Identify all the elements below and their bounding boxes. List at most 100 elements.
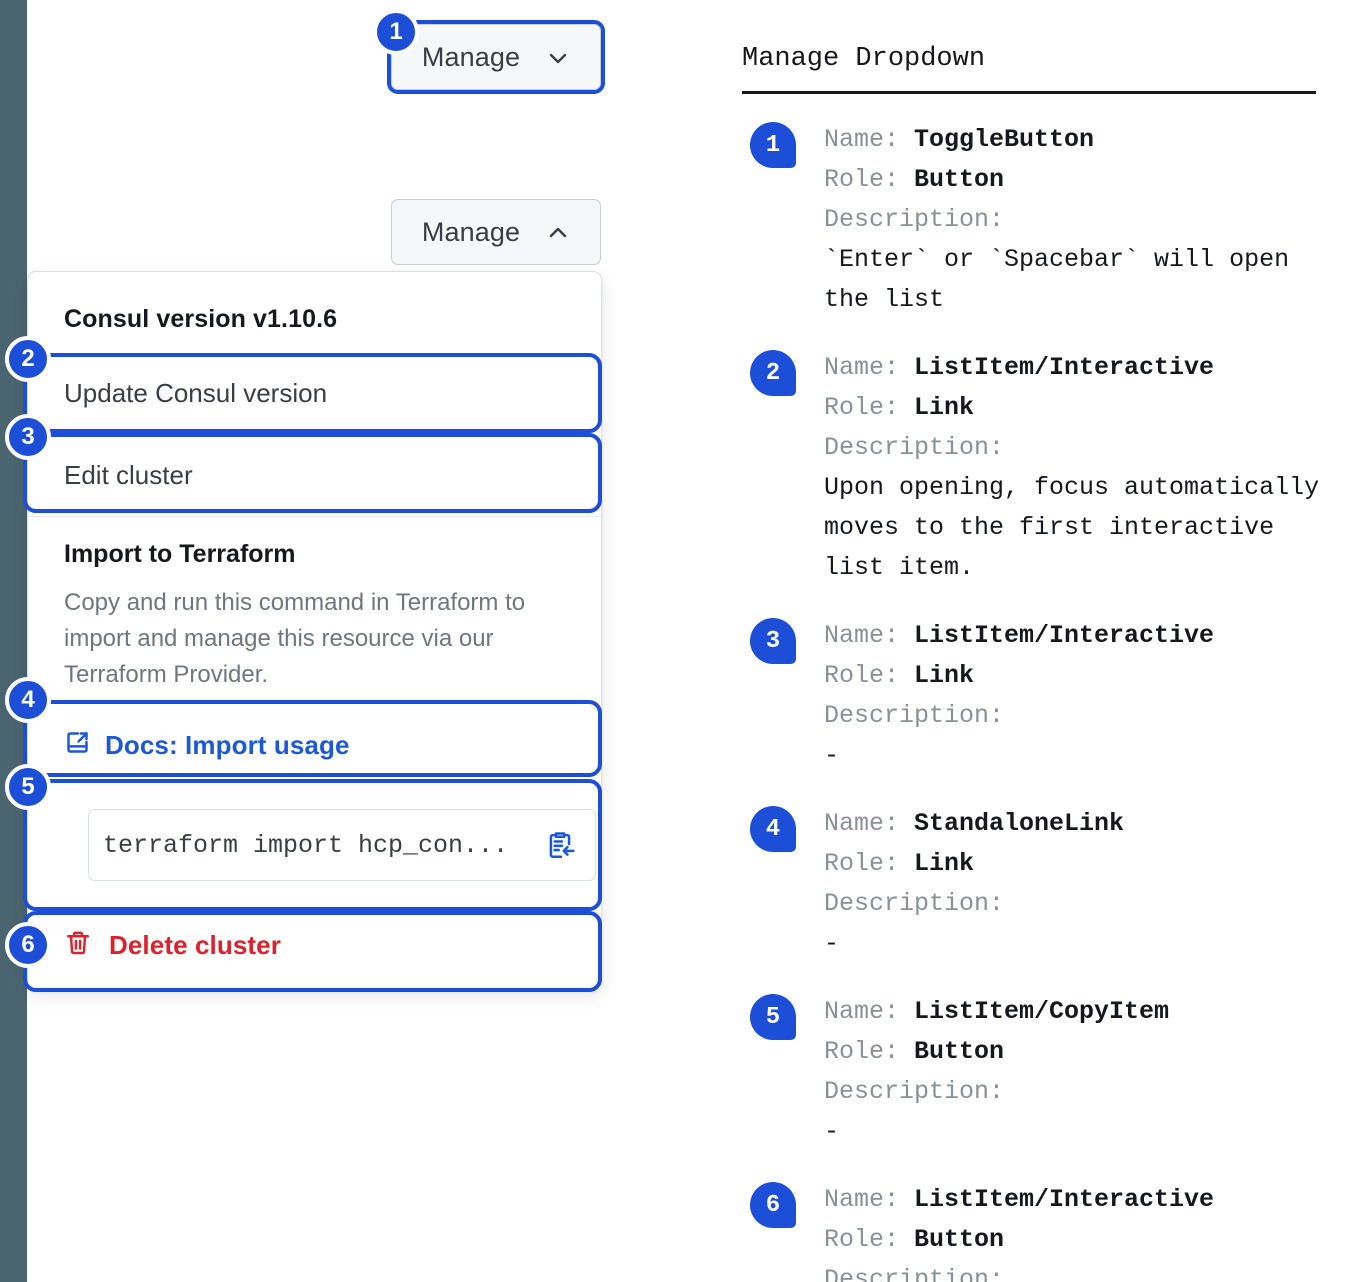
callout-badge-3: 3 (5, 414, 51, 460)
toggle-focus-ring (387, 20, 605, 94)
docs-import-usage-link[interactable]: Docs: Import usage (64, 719, 350, 771)
manage-dropdown-panel: Consul version v1.10.6 Update Consul ver… (27, 271, 603, 991)
spec-role-label: Role: (824, 165, 915, 194)
spec-role-label: Role: (824, 393, 915, 422)
spec-role-label: Role: (824, 1037, 915, 1066)
spec-role-value: Button (914, 1225, 1005, 1254)
spec-name-label-line: Name: ListItem/Interactive (824, 616, 1342, 656)
callout-badge-6: 6 (5, 922, 51, 968)
spec-role-label: Role: (824, 661, 915, 690)
spec-title: Manage Dropdown (742, 44, 986, 74)
manage-toggle-button-closed[interactable]: Manage (391, 24, 601, 90)
spec-description-label: Description: (824, 701, 1020, 730)
spec-role-label: Role: (824, 849, 915, 878)
spec-role-value: Button (914, 165, 1005, 194)
spec-badge-4: 4 (750, 806, 796, 852)
spec-name-label-line: Name: ListItem/Interactive (824, 1180, 1342, 1220)
spec-name-label: Name: (824, 809, 915, 838)
spec-badge-1: 1 (750, 122, 796, 168)
spec-description-label-line: Description: (824, 884, 1342, 924)
spec-role-value: Link (914, 661, 975, 690)
spec-name-value: ListItem/Interactive (914, 353, 1215, 382)
spec-badge-3: 3 (750, 618, 796, 664)
spec-description-label: Description: (824, 1265, 1020, 1282)
menu-divider (28, 516, 603, 517)
spec-name-label: Name: (824, 997, 915, 1026)
spec-title-rule (742, 91, 1316, 94)
external-link-icon (64, 729, 91, 761)
spec-role-value: Link (914, 849, 975, 878)
spec-name-label: Name: (824, 1185, 915, 1214)
left-preview-column: Manage 1 Manage Consul version v1.10.6 U… (5, 9, 605, 992)
spec-description-label: Description: (824, 433, 1020, 462)
chevron-up-icon (546, 221, 570, 245)
spec-name-label-line: Name: ListItem/Interactive (824, 348, 1342, 388)
import-to-terraform-description: Copy and run this command in Terraform t… (64, 589, 526, 688)
delete-cluster-label: Delete cluster (109, 930, 281, 960)
spec-role-label-line: Role: Button (824, 1220, 1342, 1260)
spec-description-label-line: Description: (824, 1072, 1342, 1112)
spec-description-label: Description: (824, 889, 1020, 918)
spec-role-label-line: Role: Link (824, 388, 1342, 428)
spec-name-label-line: Name: ListItem/CopyItem (824, 992, 1342, 1032)
clipboard-copy-icon[interactable] (543, 828, 577, 862)
spec-role-label-line: Role: Button (824, 160, 1342, 200)
spec-badge-5: 5 (750, 994, 796, 1040)
spec-description-value: - (824, 929, 840, 958)
spec-name-label-line: Name: ToggleButton (824, 120, 1342, 160)
spec-name-label: Name: (824, 125, 915, 154)
spec-name-label: Name: (824, 621, 915, 650)
terraform-command-value: terraform import hcp_con... (103, 830, 509, 860)
menu-item-edit-label: Edit cluster (64, 460, 193, 490)
callout-badge-4: 4 (5, 677, 51, 723)
spec-description-value: Upon opening, focus automatically moves … (824, 473, 1320, 582)
manage-toggle-open-label: Manage (421, 216, 521, 247)
trash-icon (64, 929, 92, 962)
terraform-command-field[interactable]: terraform import hcp_con... (88, 809, 596, 881)
docs-import-usage-label: Docs: Import usage (105, 729, 350, 760)
spec-name-value: ListItem/CopyItem (914, 997, 1170, 1026)
spec-description-label: Description: (824, 1077, 1020, 1106)
callout-badge-5: 5 (5, 764, 51, 810)
spec-role-label-line: Role: Link (824, 656, 1342, 696)
spec-description-value: `Enter` or `Spacebar` will open the list (824, 245, 1290, 314)
menu-item-delete-cluster[interactable]: Delete cluster (28, 905, 603, 991)
spec-role-value: Link (914, 393, 975, 422)
spec-name-label-line: Name: StandaloneLink (824, 804, 1342, 844)
manage-toggle-label: Manage (421, 41, 521, 72)
spec-description-label-line: Description: (824, 1260, 1342, 1282)
menu-item-update-consul-version[interactable]: Update Consul version (28, 352, 603, 434)
spec-role-label: Role: (824, 1225, 915, 1254)
spec-description-value: - (824, 741, 840, 770)
spec-role-label-line: Role: Button (824, 1032, 1342, 1072)
spec-badge-6: 6 (750, 1182, 796, 1228)
manage-toggle-button-open[interactable]: Manage (391, 199, 601, 265)
spec-name-value: ListItem/Interactive (914, 621, 1215, 650)
spec-badge-2: 2 (750, 350, 796, 396)
spec-role-label-line: Role: Link (824, 844, 1342, 884)
import-to-terraform-title: Import to Terraform (64, 540, 296, 568)
menu-item-update-label: Update Consul version (64, 378, 328, 408)
consul-version-header: Consul version v1.10.6 (64, 305, 338, 333)
callout-badge-2: 2 (5, 336, 51, 382)
spec-name-value: StandaloneLink (914, 809, 1125, 838)
spec-name-value: ListItem/Interactive (914, 1185, 1215, 1214)
spec-description-value: - (824, 1117, 840, 1146)
spec-name-value: ToggleButton (914, 125, 1095, 154)
menu-item-edit-cluster[interactable]: Edit cluster (28, 434, 603, 516)
spec-name-label: Name: (824, 353, 915, 382)
spec-description-label-line: Description: (824, 428, 1342, 468)
spec-role-value: Button (914, 1037, 1005, 1066)
spec-description-label-line: Description: (824, 200, 1342, 240)
spec-description-label-line: Description: (824, 696, 1342, 736)
spec-description-label: Description: (824, 205, 1020, 234)
